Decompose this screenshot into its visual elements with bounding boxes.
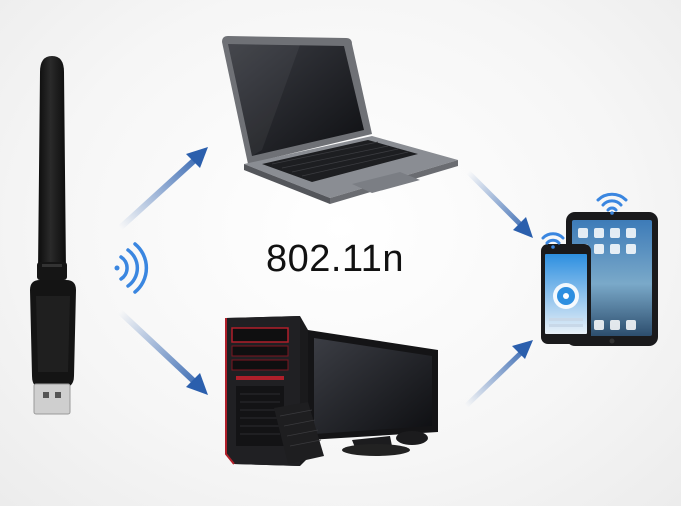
- pc-monitor: [308, 330, 438, 456]
- desktop-computer: [225, 316, 438, 466]
- arrow-desktop-to-mobile-icon: [463, 340, 533, 409]
- laptop: [222, 36, 458, 204]
- arrow-to-desktop-icon: [117, 309, 208, 395]
- laptop-touchpad: [352, 172, 420, 193]
- usb-wifi-adapter: [30, 56, 76, 415]
- pc-mouse: [396, 431, 428, 445]
- wifi-standard-label: 802.11n: [266, 238, 405, 280]
- wifi-signal-icon: [114, 242, 149, 294]
- laptop-keyboard: [262, 140, 418, 182]
- pc-keyboard: [274, 402, 324, 464]
- arrow-to-laptop-icon: [117, 147, 208, 231]
- wifi-icon: [596, 192, 628, 215]
- arrow-laptop-to-mobile-icon: [465, 169, 533, 238]
- usb-plug: [33, 383, 71, 415]
- wifi-icon: [541, 232, 565, 249]
- monitor-screen: [314, 338, 432, 434]
- smartphone: [541, 244, 591, 344]
- laptop-screen: [228, 44, 364, 156]
- antenna: [38, 56, 66, 272]
- smartphone-and-tablet: [541, 192, 658, 346]
